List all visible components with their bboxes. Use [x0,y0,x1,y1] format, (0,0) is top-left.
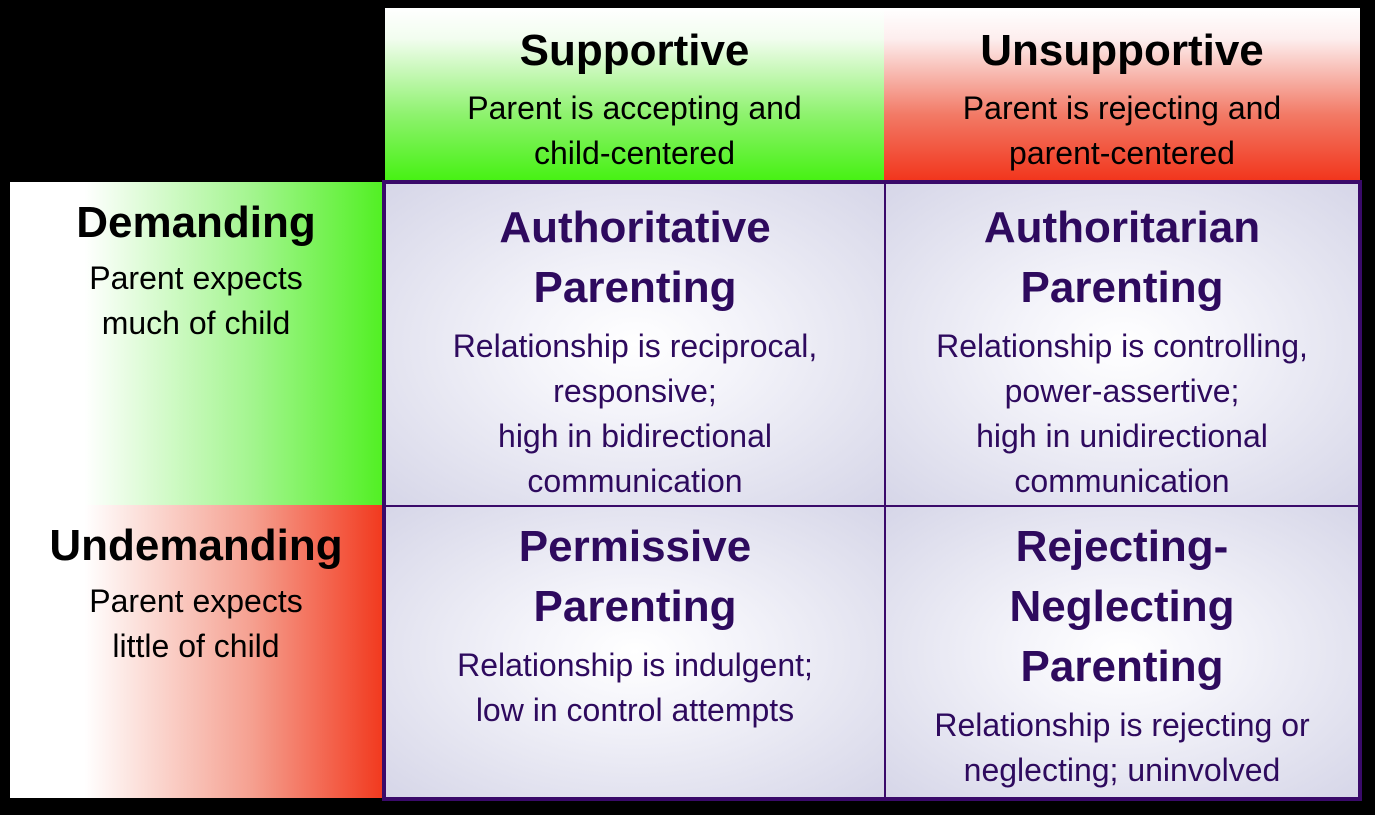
row-description-line: little of child [112,628,280,664]
cell-title-line: Authoritarian [983,203,1261,252]
cell-title-line: Neglecting [1009,582,1235,631]
cell-description-line: neglecting; uninvolved [963,752,1281,788]
row-description-line: Parent expects [89,583,303,619]
column-description-line: parent-centered [1009,135,1235,171]
cell-authoritarian-parenting: Authoritarian Parenting Relationship is … [886,184,1358,505]
cell-description-line: high in bidirectional [498,418,772,454]
row-description-undemanding: Parent expects little of child [89,579,302,669]
cell-description-line: Relationship is indulgent; [457,647,813,683]
cell-title-line: Parenting [1020,642,1224,691]
cell-title-line: Parenting [533,263,737,312]
column-description-line: Parent is rejecting and [962,90,1282,126]
cell-description: Relationship is reciprocal, responsive; … [453,324,818,504]
parenting-styles-grid: Authoritative Parenting Relationship is … [382,180,1362,801]
row-description-demanding: Parent expects much of child [89,256,302,346]
row-description-line: much of child [101,305,291,341]
cell-title: Rejecting- Neglecting Parenting [886,517,1358,697]
column-header-unsupportive: Unsupportive Parent is rejecting and par… [884,8,1360,180]
cell-description: Relationship is controlling, power-asser… [936,324,1308,504]
column-title-supportive: Supportive [519,26,750,75]
cell-description-line: Relationship is reciprocal, [452,328,818,364]
cell-authoritative-parenting: Authoritative Parenting Relationship is … [386,184,884,505]
row-title-undemanding: Undemanding [49,521,343,570]
cell-title-line: Authoritative [499,203,771,252]
cell-title-line: Parenting [533,582,737,631]
row-header-demanding: Demanding Parent expects much of child [10,182,382,505]
column-description-line: child-centered [534,135,735,171]
column-description-supportive: Parent is accepting and child-centered [467,86,801,176]
cell-title-line: Parenting [1020,263,1224,312]
column-description-line: Parent is accepting and [467,90,802,126]
cell-description: Relationship is indulgent; low in contro… [457,643,813,733]
cell-description-line: high in unidirectional [976,418,1268,454]
cell-rejecting-neglecting-parenting: Rejecting- Neglecting Parenting Relation… [886,507,1358,797]
cell-permissive-parenting: Permissive Parenting Relationship is ind… [386,507,884,797]
column-description-unsupportive: Parent is rejecting and parent-centered [963,86,1281,176]
cell-title: Authoritative Parenting [386,198,884,318]
cell-description-line: communication [527,463,743,499]
cell-title-line: Permissive [518,522,752,571]
row-header-undemanding: Undemanding Parent expects little of chi… [10,505,382,798]
column-header-supportive: Supportive Parent is accepting and child… [385,8,884,180]
cell-title-line: Rejecting- [1015,522,1229,571]
column-title-unsupportive: Unsupportive [980,26,1264,75]
cell-description-line: Relationship is rejecting or [934,707,1310,743]
row-title-demanding: Demanding [76,198,316,247]
cell-title: Authoritarian Parenting [886,198,1358,318]
cell-title: Permissive Parenting [386,517,884,637]
cell-description-line: low in control attempts [475,692,795,728]
cell-description-line: power-assertive; [1004,373,1240,409]
cell-description-line: responsive; [553,373,717,409]
row-description-line: Parent expects [89,260,303,296]
cell-description-line: Relationship is controlling, [936,328,1308,364]
cell-description-line: communication [1014,463,1230,499]
cell-description: Relationship is rejecting or neglecting;… [934,703,1309,793]
